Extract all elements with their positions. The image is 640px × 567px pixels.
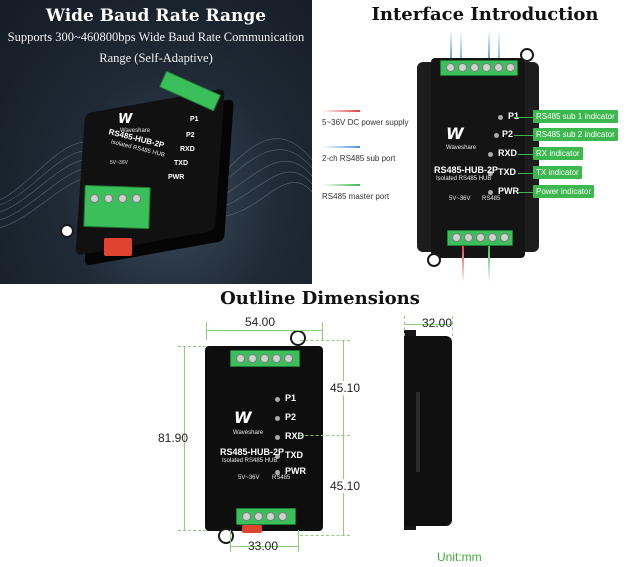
outline-logo-icon: W (234, 408, 252, 427)
sub-wire-3 (488, 30, 490, 64)
dim-height-total: 81.90 (158, 431, 189, 445)
dim-depth: 32.00 (422, 316, 453, 330)
outline-ind-rxd: RXD (285, 431, 305, 441)
legend-master-text: RS485 master port (322, 192, 390, 201)
legend-power-text: 5~36V DC power supply (322, 118, 409, 127)
outline-ind-txd: TXD (285, 450, 303, 460)
outline-ind-p1: P1 (285, 393, 297, 403)
sub-wire-4 (498, 30, 500, 64)
intro-mount-hole-bottom (427, 253, 441, 267)
hero-device: W Waveshare RS485-HUB-2P Isolated RS485 … (60, 70, 260, 274)
hero-subtitle-line1: Supports 300~460800bps Wide Baud Rate Co… (7, 30, 305, 44)
intro-port-label: RS485 (482, 196, 501, 202)
hero-ind-txd: TXD (174, 160, 188, 167)
side-view-edge (416, 392, 420, 472)
hero-subtitle-line2: Range (Self-Adaptive) (99, 51, 213, 65)
intro-ind-txd: TXD (498, 167, 516, 177)
dim-height-upper: 45.10 (330, 381, 361, 395)
intro-ind-rxd: RXD (498, 148, 518, 158)
intro-device-body (431, 58, 525, 258)
intro-ind-p1: P1 (508, 111, 520, 121)
hero-power-label: 5V~36V (110, 160, 128, 166)
callout-power: Power indicator (533, 185, 595, 198)
master-wire (488, 246, 490, 282)
outline-title: Outline Dimensions (220, 288, 420, 309)
power-wire (462, 246, 464, 282)
hero-ind-rxd: RXD (180, 146, 195, 153)
outline-description: Isolated RS485 HUB (222, 458, 278, 464)
hero-panel: Wide Baud Rate Range Supports 300~460800… (0, 0, 312, 284)
hero-logo-icon: W (118, 112, 133, 127)
callout-rx: RX indicator (533, 147, 583, 160)
intro-brand: Waveshare (446, 145, 477, 151)
hero-brand: Waveshare (120, 128, 151, 134)
dim-width-top: 54.00 (245, 315, 276, 329)
outline-power-label: 5V~36V (238, 475, 260, 481)
intro-ind-p2: P2 (502, 129, 514, 139)
outline-model: RS485-HUB-2P (220, 447, 285, 457)
dim-height-lower: 45.10 (330, 479, 361, 493)
outline-brand: Waveshare (233, 430, 264, 436)
intro-description: Isolated RS485 HUB (436, 176, 492, 182)
outline-ind-pwr: PWR (285, 466, 306, 476)
callout-tx: TX indicator (533, 166, 582, 179)
unit-label: Unit:mm (437, 550, 482, 564)
intro-power-label: 5V~36V (449, 196, 471, 202)
outline-mount-hole-bottom (218, 528, 234, 544)
legend-master-line (322, 184, 360, 186)
interface-title: Interface Introduction (371, 4, 599, 25)
intro-ind-pwr: PWR (498, 186, 519, 196)
side-view-body (404, 336, 452, 526)
outline-device-body (205, 346, 323, 531)
hero-title: Wide Baud Rate Range (45, 6, 267, 26)
sub-wire-1 (450, 30, 452, 64)
outline-port-label: RS485 (272, 475, 291, 481)
callout-sub2: RS485 sub 2 indicator (533, 128, 618, 141)
intro-model: RS485-HUB-2P (434, 165, 499, 175)
sub-wire-2 (460, 30, 462, 64)
legend-sub-line (322, 146, 360, 148)
outline-mount-hole-top (290, 330, 306, 346)
legend-sub-text: 2-ch RS485 sub port (322, 154, 396, 163)
callout-sub1: RS485 sub 1 indicator (533, 110, 618, 123)
intro-mount-hole-top (520, 48, 534, 62)
hero-ind-p1: P1 (190, 116, 199, 123)
hero-ind-p2: P2 (186, 132, 195, 139)
dim-width-bottom: 33.00 (248, 539, 279, 553)
intro-logo-icon: W (446, 124, 464, 143)
outline-red-plug (242, 525, 262, 533)
hero-ind-pwr: PWR (168, 174, 185, 181)
outline-ind-p2: P2 (285, 412, 297, 422)
hero-red-plug (104, 238, 132, 256)
hero-bottom-terminal (83, 184, 151, 230)
legend-power-line (322, 110, 360, 112)
